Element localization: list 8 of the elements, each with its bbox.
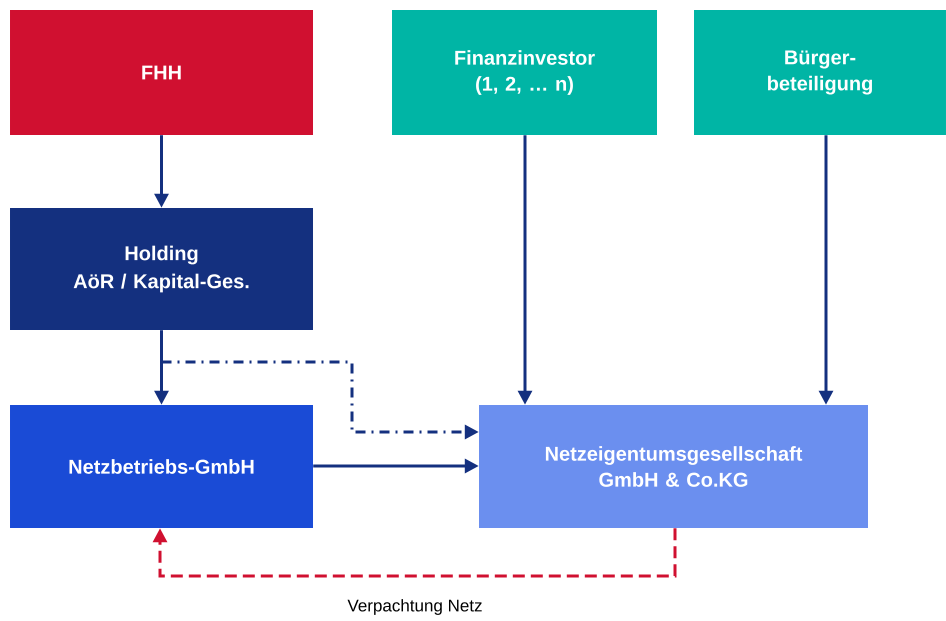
arrow — [152, 528, 676, 578]
process-box: Netzbetriebs-GmbH — [10, 405, 313, 528]
process-box: Netzeigentumsgesellschaft GmbH & Co.KG — [479, 405, 868, 528]
process-box: Bürger- beteiligung — [694, 10, 946, 135]
process-box: Finanzinvestor (1, 2, … n) — [392, 10, 657, 135]
process-box: FHH — [10, 10, 313, 135]
process-box: Holding AöR / Kapital-Ges. — [10, 208, 313, 330]
edge-label: Verpachtung Netz — [348, 599, 482, 615]
